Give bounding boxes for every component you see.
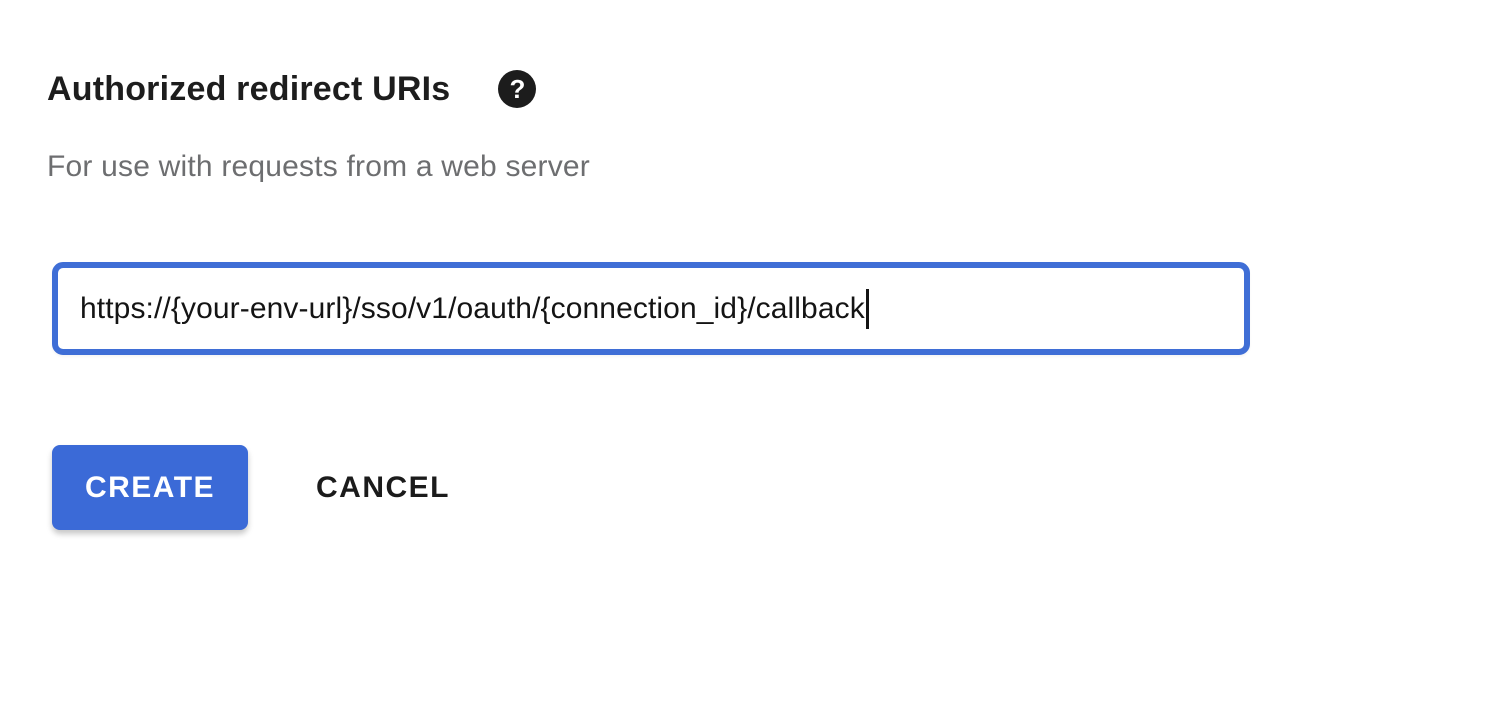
cancel-button[interactable]: CANCEL xyxy=(312,461,454,515)
section-title: Authorized redirect URIs xyxy=(47,69,451,108)
section-header: Authorized redirect URIs ? xyxy=(47,68,537,110)
form-actions: CREATE CANCEL xyxy=(52,445,454,530)
redirect-uri-input[interactable]: https://{your-env-url}/sso/v1/oauth/{con… xyxy=(52,262,1250,355)
redirect-uri-value: https://{your-env-url}/sso/v1/oauth/{con… xyxy=(80,291,865,325)
help-icon[interactable]: ? xyxy=(498,70,537,108)
create-button[interactable]: CREATE xyxy=(52,445,248,530)
section-subtitle: For use with requests from a web server xyxy=(47,150,590,183)
text-caret xyxy=(865,288,869,329)
